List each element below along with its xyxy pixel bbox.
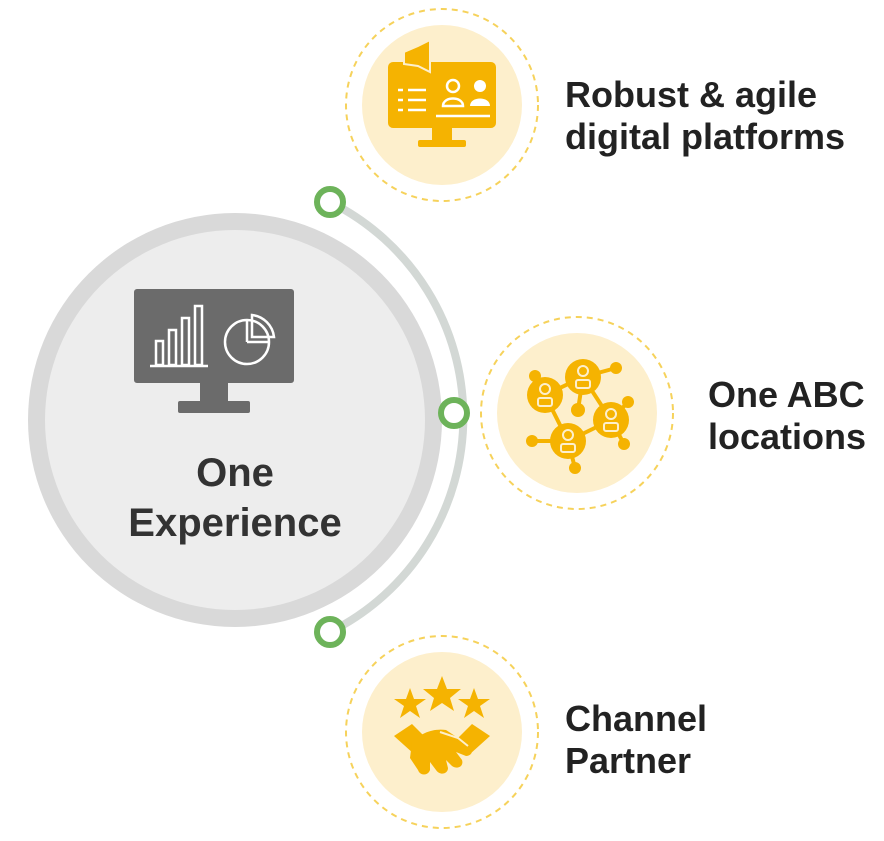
feature-2-label-line2: locations — [708, 416, 867, 458]
center-label-line1: One — [196, 451, 274, 495]
center-label: One Experience — [95, 448, 375, 548]
feature-2-label: One ABC locations — [708, 374, 866, 459]
handshake-stars-icon — [394, 676, 490, 775]
feature-3-label-line2: Partner — [565, 740, 692, 782]
network-people-icon — [526, 359, 634, 474]
feature-1-label-line1: Robust & agile — [565, 74, 818, 115]
node-middle — [438, 397, 470, 429]
monitor-chart-icon — [134, 289, 294, 413]
feature-1-label-line2: digital platforms — [565, 116, 846, 158]
center-inner-disc — [45, 230, 425, 610]
node-top — [314, 186, 346, 218]
feature-3-label-line1: Channel — [565, 698, 708, 739]
feature-2-label-line1: One ABC — [708, 374, 865, 415]
center-label-line2: Experience — [128, 501, 342, 545]
center-hub — [28, 213, 442, 627]
node-bottom — [314, 616, 346, 648]
digital-platform-icon — [388, 38, 496, 147]
feature-1-label: Robust & agile digital platforms — [565, 74, 845, 159]
feature-3-label: Channel Partner — [565, 698, 707, 783]
